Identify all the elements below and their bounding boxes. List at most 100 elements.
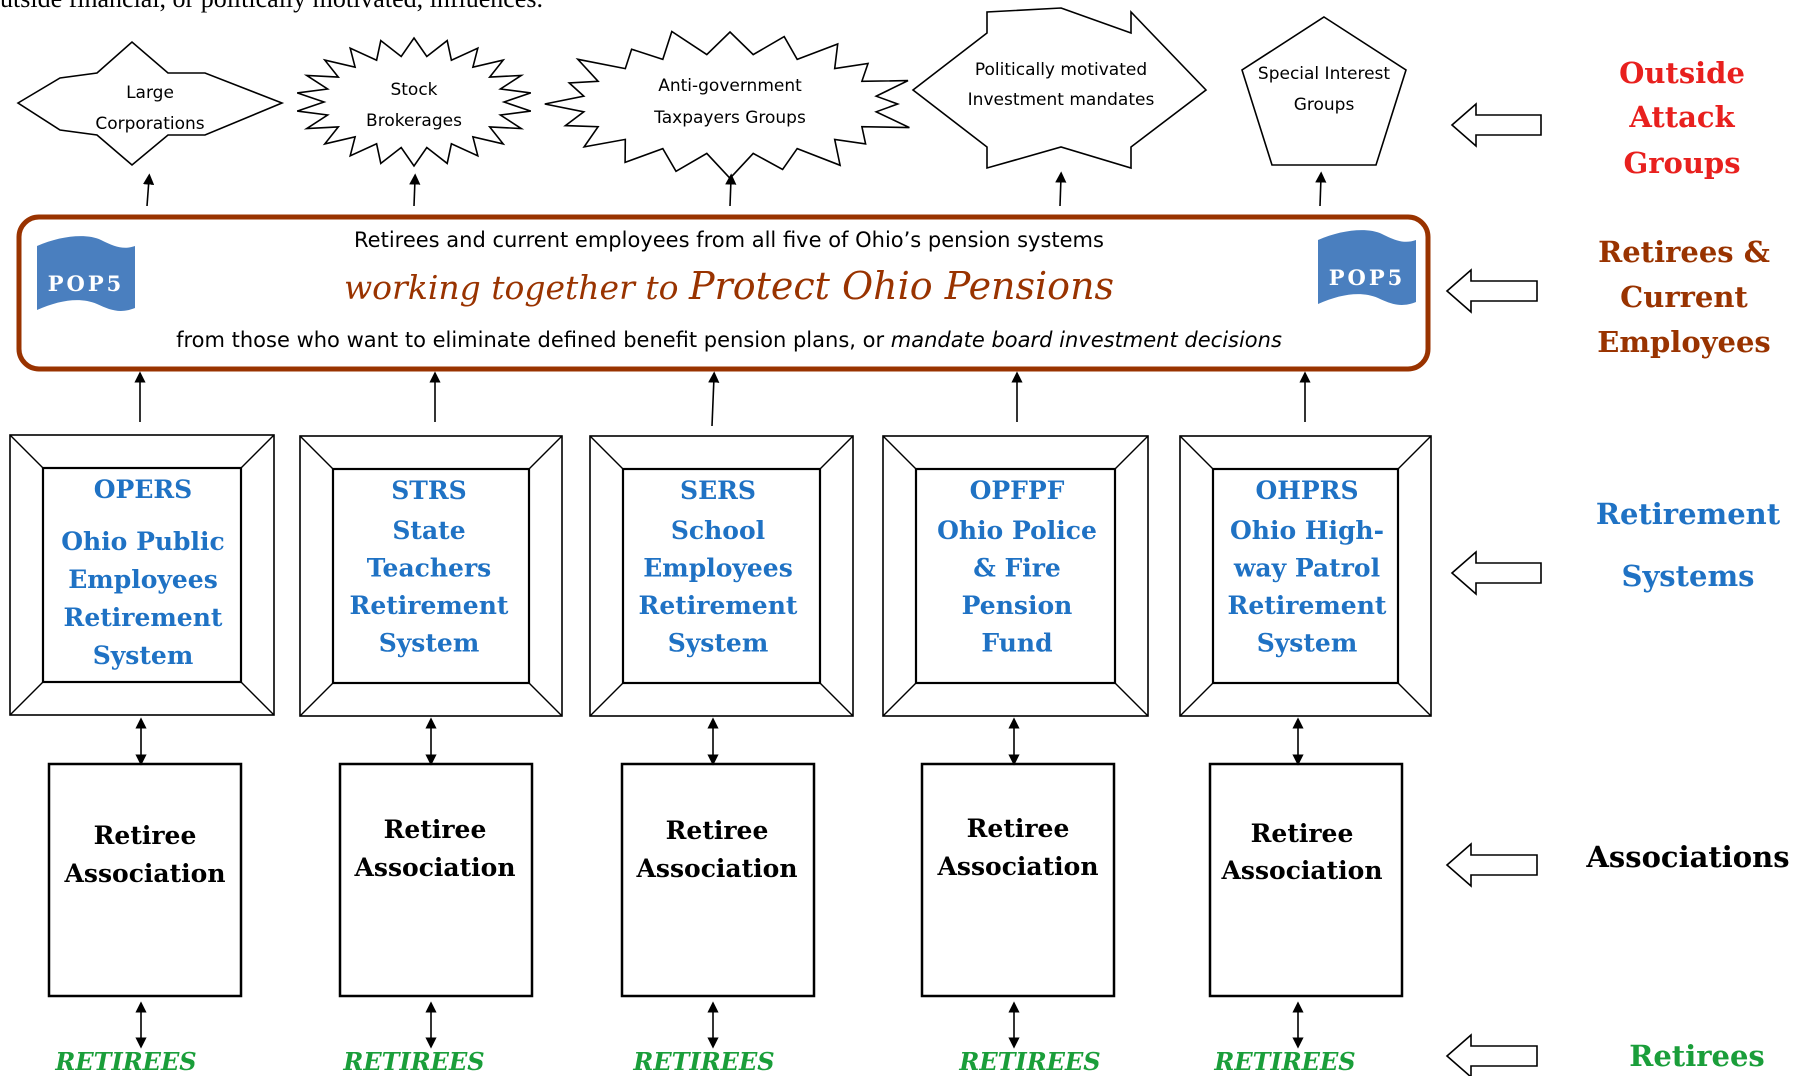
association-label-line1: Retiree (666, 816, 769, 845)
banner-line2: working together to Protect Ohio Pension… (344, 264, 1114, 308)
arrow-up (708, 371, 720, 427)
system-name-line: Employees (643, 554, 793, 583)
arrow-up (725, 173, 737, 207)
left-arrow-icon (1445, 268, 1538, 314)
retirement-system-frame: OPERS Ohio PublicEmployeesRetirementSyste… (9, 434, 275, 716)
legend-associations-line1: Associations (1585, 840, 1789, 874)
system-name-line: Ohio High- (1230, 516, 1384, 545)
system-name-line: Ohio Public (61, 527, 225, 556)
legend-retirees: Retirees (1445, 1033, 1765, 1076)
system-name-line: System (668, 629, 769, 658)
legend-outside-line2: Attack (1628, 100, 1735, 134)
legend-retirees-current-line1: Retirees & (1598, 235, 1770, 269)
left-arrow-icon (1445, 842, 1538, 888)
legend-systems-line1: Retirement (1596, 497, 1781, 531)
legend-retirement-systems: Retirement Systems (1450, 497, 1781, 596)
banner-line2-prefix: working together to (344, 268, 689, 307)
system-name-line: Ohio Police (937, 516, 1097, 545)
association-label-line1: Retiree (1251, 819, 1354, 848)
legend-retirees-current-employees: Retirees & Current Employees (1445, 235, 1771, 359)
system-name-line: Retirement (64, 603, 223, 632)
retiree-associations: RetireeAssociationRetireeAssociationReti… (47, 717, 1404, 1049)
association-label-line2: Association (936, 852, 1098, 881)
banner-line2-emphasis: Protect Ohio Pensions (688, 264, 1114, 308)
legend-retirees-line1: Retirees (1629, 1039, 1764, 1073)
retirement-system-frame: OHPRS Ohio High-way PatrolRetirementSyste… (1179, 435, 1432, 717)
association-label-line2: Association (63, 859, 225, 888)
banner-line1: Retirees and current employees from all … (354, 228, 1104, 252)
banner-line3-italic: mandate board investment decisions (891, 328, 1282, 352)
system-abbreviation: OPFPF (970, 476, 1065, 505)
attack-group-large-corporations: Large Corporations (16, 40, 285, 167)
attack-group-label-line1: Politically motivated (975, 60, 1147, 80)
pop5-logo-right: POP5 (1318, 230, 1416, 305)
pop5-banner: POP5 POP5 Retirees and current employees… (16, 214, 1431, 372)
arrow-up (1315, 171, 1327, 207)
intro-text-fragment: utside financial, or politically motivat… (0, 0, 543, 14)
legend-retirees-current-line3: Employees (1597, 325, 1771, 359)
system-abbreviation: OHPRS (1255, 476, 1358, 505)
arrow-up (1055, 171, 1067, 207)
legend-systems-line2: Systems (1622, 559, 1755, 593)
banner-line3-prefix: from those who want to eliminate defined… (176, 328, 891, 352)
attack-group-label-line1: Anti-government (658, 76, 802, 96)
system-abbreviation: OPERS (94, 475, 192, 504)
system-name-line: way Patrol (1233, 554, 1380, 583)
attack-group-label-line2: Groups (1294, 95, 1355, 115)
system-name-line: System (93, 641, 194, 670)
system-name-line: System (1257, 629, 1358, 658)
retirees-label: RETIREES (958, 1047, 1100, 1076)
system-name-line: Retirement (1228, 591, 1387, 620)
association-label-line2: Association (353, 853, 515, 882)
system-name-line: Retirement (639, 591, 798, 620)
banner-to-attack-arrows (143, 171, 1327, 207)
left-arrow-icon (1445, 1033, 1538, 1076)
legend-retirees-current-line2: Current (1620, 280, 1748, 314)
system-name-line: Teachers (367, 554, 491, 583)
system-name-line: Fund (981, 629, 1052, 658)
legend-associations: Associations (1445, 840, 1790, 888)
pop5-logo-text: POP5 (48, 271, 125, 296)
association-label-line2: Association (1220, 856, 1382, 885)
association-label-line1: Retiree (384, 815, 487, 844)
system-name-line: School (671, 516, 765, 545)
system-abbreviation: SERS (680, 476, 756, 505)
attack-group-label-line2: Corporations (95, 114, 204, 134)
retirees-label: RETIREES (1213, 1047, 1355, 1076)
association-label-line1: Retiree (967, 814, 1070, 843)
system-name-line: Employees (68, 565, 218, 594)
attack-group-stock-brokerages: Stock Brokerages (296, 36, 532, 168)
system-name-line: System (379, 629, 480, 658)
left-arrow-icon (1450, 102, 1542, 148)
legend-outside-attack-groups: Outside Attack Groups (1450, 56, 1745, 180)
association-label-line1: Retiree (94, 821, 197, 850)
attack-group-label-line2: Brokerages (366, 111, 462, 131)
system-to-banner-arrows (134, 371, 1311, 427)
system-name-line: State (392, 516, 465, 545)
retirement-systems: OPERS Ohio PublicEmployeesRetirementSyste… (9, 434, 1432, 717)
pop5-logo-text: POP5 (1329, 265, 1406, 290)
arrow-up (409, 173, 421, 207)
attack-group-label-line1: Special Interest (1258, 64, 1390, 84)
arrow-up (143, 173, 155, 207)
attack-group-label-line1: Large (126, 83, 174, 103)
attack-group-special-interest: Special Interest Groups (1241, 16, 1407, 166)
association-label-line2: Association (635, 854, 797, 883)
attack-group-politically-motivated-mandates: Politically motivated Investment mandate… (911, 7, 1208, 170)
attack-group-label-line2: Investment mandates (968, 90, 1155, 110)
legend-outside-line3: Groups (1623, 146, 1740, 180)
system-abbreviation: STRS (391, 476, 467, 505)
retirees-label: RETIREES (632, 1047, 774, 1076)
retirees-label: RETIREES (342, 1047, 484, 1076)
system-name-line: Pension (962, 591, 1073, 620)
